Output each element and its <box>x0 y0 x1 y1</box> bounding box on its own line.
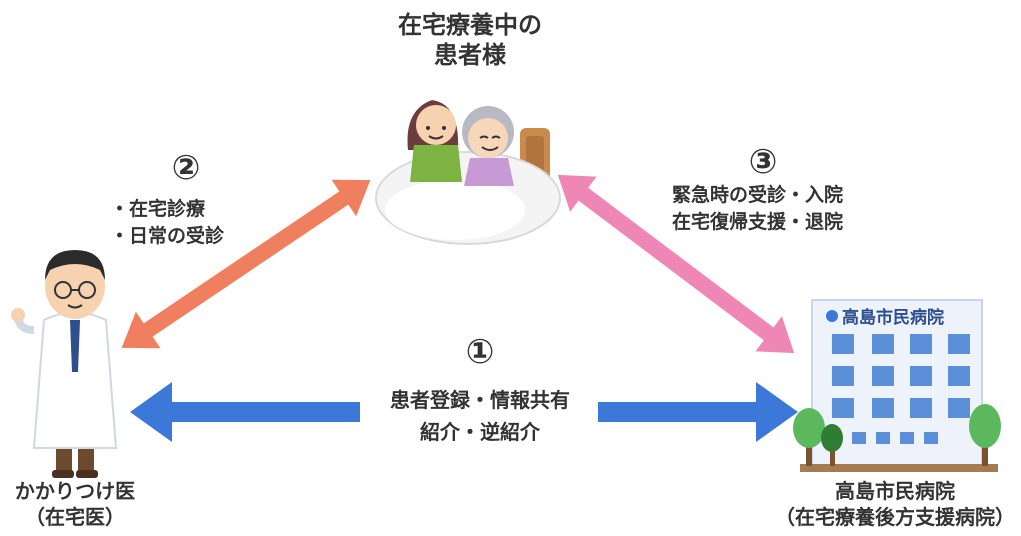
patient-label-line2: 患者様 <box>434 41 506 69</box>
hospital-logo-icon <box>826 310 838 322</box>
doctor-label-line2: （在宅医） <box>25 505 125 529</box>
hospital-building-icon: 高島市民病院 <box>793 299 1001 472</box>
patient-label: 在宅療養中の 患者様 <box>365 10 575 70</box>
arrow-doctor-patient <box>121 179 371 349</box>
doctor-label: かかりつけ医 （在宅医） <box>0 478 150 530</box>
hospital-label-line2: （在宅療養後方支援病院） <box>775 505 1015 529</box>
patient-label-line1: 在宅療養中の <box>398 11 542 39</box>
link3-line1: 緊急時の受診・入院 <box>672 184 844 206</box>
link2-number: ② <box>171 148 201 188</box>
doctor-icon <box>11 250 118 478</box>
arrow-patient-hospital <box>557 174 795 354</box>
link1-line1: 患者登録・情報共有 <box>390 388 570 412</box>
hospital-sign: 高島市民病院 <box>842 307 944 328</box>
arrow-left-blue <box>130 382 360 442</box>
link2-item: ・在宅診療 <box>110 198 206 220</box>
patient-in-bed-icon <box>375 100 561 245</box>
link2-item: ・日常の受診 <box>110 225 225 247</box>
arrow-right-blue <box>598 382 798 442</box>
link3-text: 緊急時の受診・入院 在宅復帰支援・退院 <box>672 182 843 236</box>
link1-text: 患者登録・情報共有 紹介・逆紹介 <box>350 384 610 448</box>
arrow-doctor-hospital <box>130 382 798 442</box>
link1-number: ① <box>465 332 495 372</box>
doctor-label-line1: かかりつけ医 <box>14 479 136 503</box>
link1-line2: 紹介・逆紹介 <box>420 420 540 444</box>
link3-number: ③ <box>748 142 778 182</box>
link2-list: ・在宅診療 ・日常の受診 <box>110 196 224 250</box>
hospital-label-line1: 高島市民病院 <box>835 479 955 503</box>
hospital-label: 高島市民病院 （在宅療養後方支援病院） <box>770 478 1020 530</box>
link3-line2: 在宅復帰支援・退院 <box>672 211 844 233</box>
